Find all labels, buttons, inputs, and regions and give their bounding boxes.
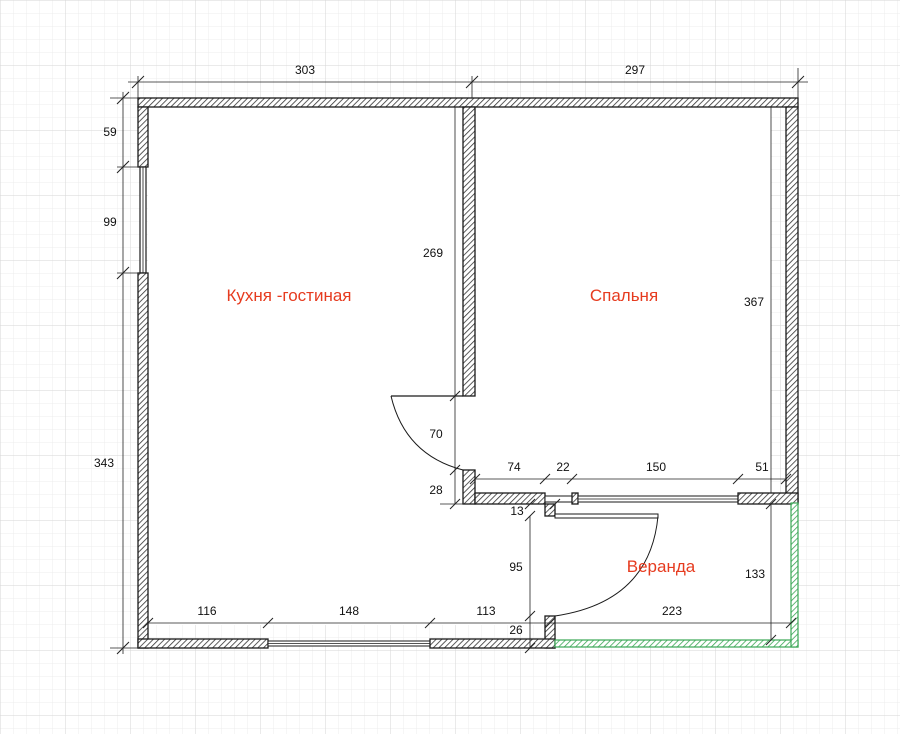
dim-left-bottom: 343 [94, 456, 114, 470]
dim-wall-segment-b: 22 [556, 460, 570, 474]
dim-veranda-gap: 13 [510, 504, 524, 518]
dim-bedroom-height: 367 [744, 295, 764, 309]
room-label-kitchen-living: Кухня -гостиная [227, 286, 352, 305]
dimension-lines [110, 68, 808, 655]
room-label-bedroom: Спальня [590, 286, 658, 305]
room-labels: Кухня -гостиная Спальня Веранда [227, 286, 696, 576]
dim-wall-segment-c: 150 [646, 460, 666, 474]
door-leaf-veranda [554, 513, 659, 519]
dim-top-left: 303 [295, 63, 315, 77]
door-swing-kitchen [390, 395, 464, 471]
dim-top-right: 297 [625, 63, 645, 77]
dim-bottom-b: 148 [339, 604, 359, 618]
dim-wall-segment-d: 51 [755, 460, 769, 474]
dim-door-opening: 70 [429, 427, 443, 441]
wall-top [137, 97, 799, 108]
wall-left-upper [137, 106, 149, 168]
room-label-veranda: Веранда [627, 557, 696, 576]
doors [390, 395, 659, 617]
wall-bedroom-bottom-b [571, 492, 579, 505]
dim-left-top: 59 [103, 125, 117, 139]
dim-bottom-c: 113 [476, 604, 495, 618]
wall-bedroom-bottom-a [474, 492, 546, 505]
dim-wall-segment-a: 74 [507, 460, 521, 474]
wall-partition-stub [462, 469, 476, 505]
dim-partition: 269 [423, 246, 443, 260]
wall-partition [462, 106, 476, 397]
wall-right [785, 106, 799, 504]
wall-left-lower [137, 272, 149, 649]
dim-veranda-height: 133 [745, 567, 765, 581]
wall-veranda-right [790, 502, 799, 648]
dim-bottom-a: 116 [197, 604, 216, 618]
wall-bottom-b [429, 638, 556, 649]
interior-floor [148, 107, 793, 640]
dim-partition-stub: 28 [429, 483, 443, 497]
dim-veranda-door: 95 [509, 560, 523, 574]
wall-veranda-bottom [554, 639, 799, 648]
walls [137, 97, 799, 649]
dim-veranda-width: 223 [662, 604, 682, 618]
dim-left-window: 99 [103, 215, 117, 229]
dim-bottom-stub: 26 [509, 623, 523, 637]
wall-bedroom-bottom-c [737, 492, 799, 505]
dimension-labels: 303 297 59 99 343 269 367 70 28 74 22 15… [94, 63, 769, 637]
door-swing-veranda [554, 515, 659, 617]
wall-bottom-a [137, 638, 269, 649]
